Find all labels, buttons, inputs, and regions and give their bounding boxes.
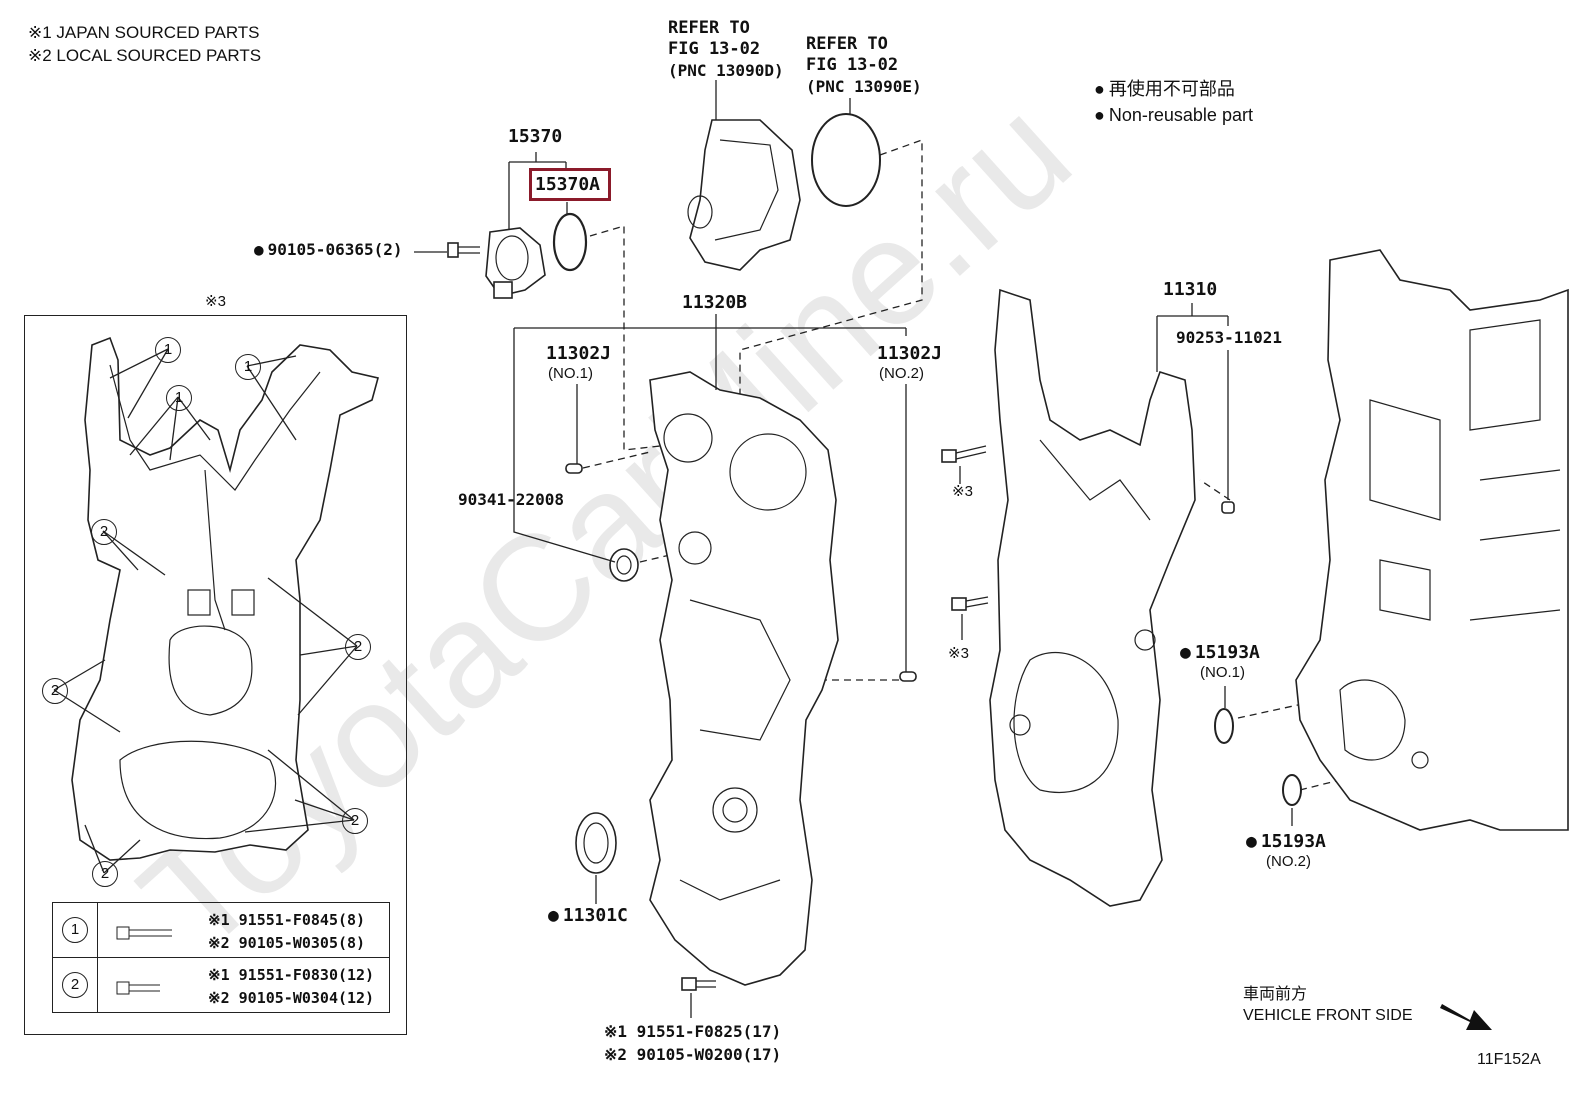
label-bolt-n3-a: ※3 [952, 483, 973, 500]
inset-callout-2b: 2 [345, 634, 371, 660]
plug-90341-22008 [609, 548, 639, 582]
bolt-icon [116, 926, 172, 940]
legend-row-1: 1 ※1 91551-F0845(8) ※2 90105-W0305(8) [52, 902, 390, 958]
label-11310: 11310 [1163, 279, 1218, 300]
legend-num-1: 1 [62, 917, 88, 943]
label-90253-11021: 90253-11021 [1176, 328, 1282, 347]
leaders-top [414, 80, 717, 253]
ref-a-pnc: (PNC 13090D) [668, 61, 784, 80]
label-15193A-no1-sub: (NO.1) [1200, 664, 1245, 681]
ref-b-line1: REFER TO [806, 34, 888, 54]
label-bolt-n3-b: ※3 [948, 645, 969, 662]
dowel-pin-no1 [565, 463, 583, 474]
legend-1-part-a: ※1 91551-F0845(8) [208, 911, 366, 929]
bolt-bottom [681, 977, 716, 991]
label-bottom-bolt-2: ※2 90105-W0200(17) [604, 1045, 782, 1064]
front-arrow [1440, 1004, 1492, 1030]
label-15370A: 15370A [535, 174, 601, 195]
nonreusable-en: Non-reusable part [1094, 106, 1253, 124]
label-11320B: 11320B [682, 292, 748, 313]
part-15370A-oring [552, 212, 588, 272]
nonreusable-jp: 再使用不可部品 [1094, 80, 1235, 98]
leaders-mid [513, 314, 963, 1018]
front-label-jp: 車両前方 [1243, 986, 1308, 1003]
legend-2-part-b: ※2 90105-W0304(12) [208, 989, 375, 1007]
inset-callout-2c: 2 [42, 678, 68, 704]
inset-callout-2d: 2 [342, 808, 368, 834]
label-15193A-no1: 15193A [1180, 644, 1260, 662]
part-11310-case [989, 288, 1196, 907]
seal-15193A-no2 [1282, 774, 1302, 806]
oil-seal-11301C [575, 812, 617, 874]
label-11302J-no1-sub: (NO.1) [548, 365, 593, 382]
legend-1-part-b: ※2 90105-W0305(8) [208, 934, 366, 952]
pin-90253-11021 [1221, 501, 1235, 514]
note-japan-sourced: ※1 JAPAN SOURCED PARTS [28, 23, 260, 42]
engine-block [1295, 249, 1569, 831]
figure-id: 11F152A [1477, 1051, 1541, 1068]
label-11301C: 11301C [548, 907, 628, 925]
part-11320B-cover [649, 371, 839, 986]
label-11302J-no1: 11302J [546, 343, 612, 364]
legend-2-part-a: ※1 91551-F0830(12) [208, 966, 375, 984]
label-90105-06365: 90105-06365(2) [254, 242, 403, 258]
ref-part-13090D [687, 119, 801, 271]
bolt-icon [116, 981, 160, 995]
bolt-n3-b [951, 596, 989, 611]
ref-a-line2: FIG 13-02 [668, 39, 761, 59]
inset-callout-2e: 2 [92, 861, 118, 887]
label-15370: 15370 [508, 126, 563, 147]
bolt-n3-a [941, 445, 987, 463]
inset-callout-1c: 1 [166, 385, 192, 411]
label-bottom-bolt-1: ※1 91551-F0825(17) [604, 1022, 782, 1041]
inset-title: ※3 [205, 293, 226, 310]
ref-part-13090E [811, 113, 881, 207]
ref-b-pnc: (PNC 13090E) [806, 77, 922, 96]
label-15193A-no2: 15193A [1246, 833, 1326, 851]
front-label-en: VEHICLE FRONT SIDE [1243, 1007, 1413, 1024]
bolt-legend-table: 1 ※1 91551-F0845(8) ※2 90105-W0305(8) 2 … [52, 902, 390, 1013]
inset-box [24, 315, 407, 1035]
label-90341-22008: 90341-22008 [458, 490, 564, 509]
label-15193A-no2-sub: (NO.2) [1266, 853, 1311, 870]
note-local-sourced: ※2 LOCAL SOURCED PARTS [28, 46, 262, 65]
inset-callout-2a: 2 [91, 519, 117, 545]
legend-num-2: 2 [62, 972, 88, 998]
inset-callout-1a: 1 [155, 337, 181, 363]
label-11302J-no2: 11302J [877, 343, 943, 364]
ref-b-line2: FIG 13-02 [806, 55, 899, 75]
ref-a-line1: REFER TO [668, 18, 750, 38]
inset-gasket-drawing [71, 336, 379, 861]
bolt-90105-06365 [447, 242, 480, 258]
highlight-box-15370A [529, 168, 611, 201]
seal-15193A-no1 [1214, 708, 1234, 744]
label-11302J-no2-sub: (NO.2) [879, 365, 924, 382]
dowel-pin-no2 [899, 671, 917, 682]
legend-row-2: 2 ※1 91551-F0830(12) ※2 90105-W0304(12) [52, 957, 390, 1013]
part-15370-cap [485, 227, 546, 299]
inset-leaders [53, 348, 358, 874]
leaders-right [1156, 303, 1229, 708]
inset-callout-1b: 1 [235, 354, 261, 380]
